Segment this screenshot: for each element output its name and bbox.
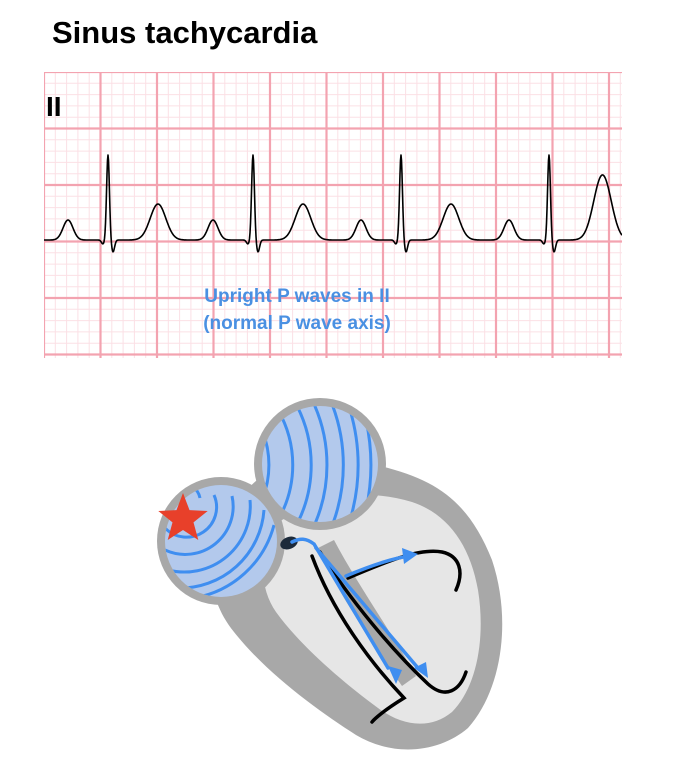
conduction-path-right xyxy=(314,546,420,670)
arrowhead-icon xyxy=(414,662,428,678)
ecg-trace xyxy=(44,154,622,253)
arrowhead-icon xyxy=(402,548,418,564)
ecg-strip: II Upright P waves in II (normal P wave … xyxy=(44,72,622,358)
heart-diagram xyxy=(157,398,503,750)
p-wave-annotation-line1: Upright P waves in II xyxy=(204,286,389,307)
ecg-grid-major xyxy=(44,72,622,358)
star-icon xyxy=(158,493,208,540)
page-title: Sinus tachycardia xyxy=(52,15,318,50)
left-atrium xyxy=(262,406,378,522)
arrowhead-icon xyxy=(388,666,402,684)
conduction-path-septal xyxy=(290,537,390,670)
ecg-paper xyxy=(44,72,622,358)
right-atrium-depolarization-waves xyxy=(165,485,276,597)
lead-label: II xyxy=(46,91,62,122)
p-wave-annotation-line2: (normal P wave axis) xyxy=(203,313,391,334)
left-bundle-black xyxy=(310,554,407,724)
ecg-grid-minor xyxy=(44,72,622,358)
right-bundle-black xyxy=(318,550,468,694)
